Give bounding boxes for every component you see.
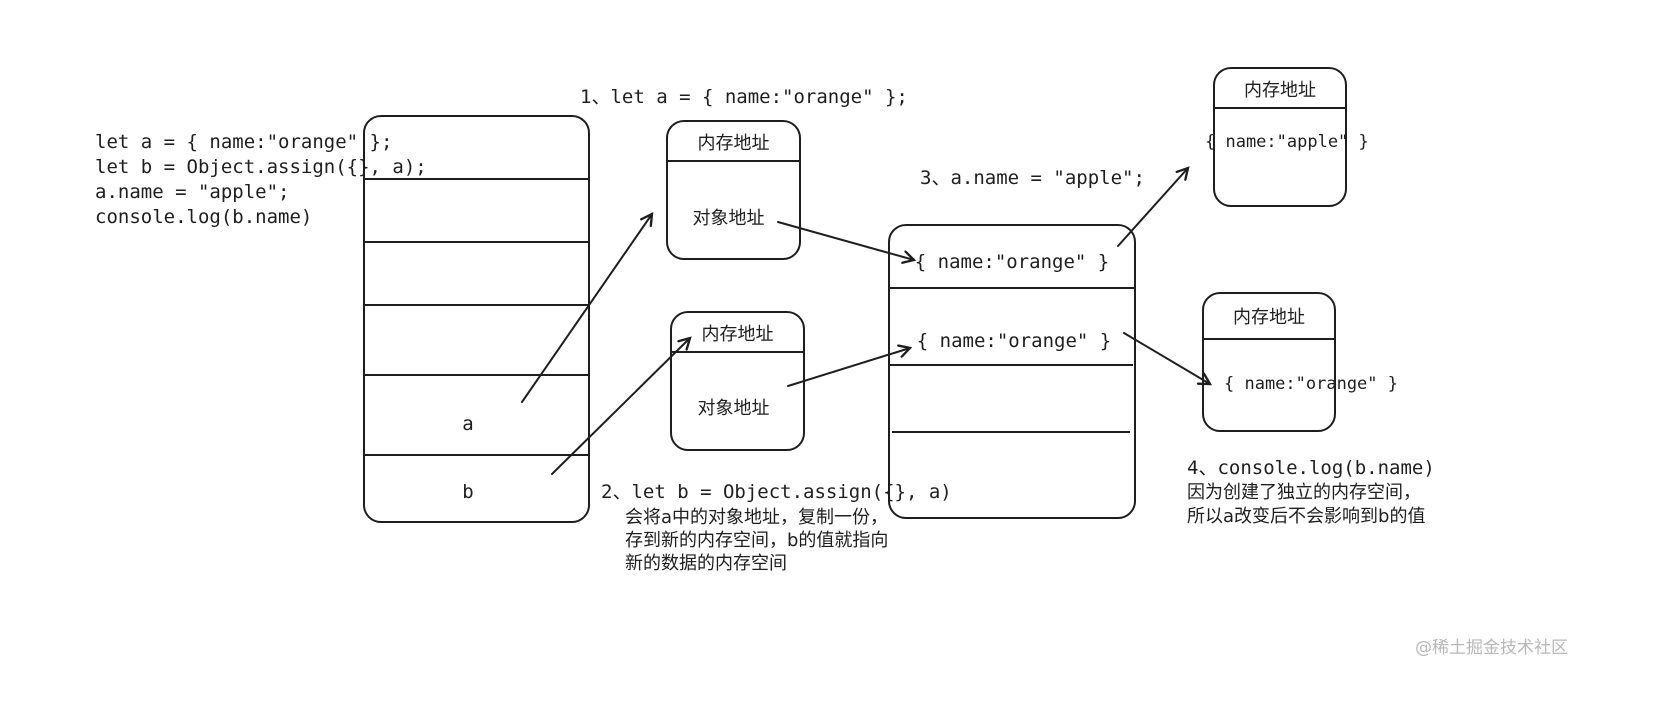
arrow-heap-to-result-a <box>1117 168 1188 247</box>
heap-cell-2: { name:"orange" } <box>916 330 1112 352</box>
result-box-b <box>1202 292 1336 432</box>
step4-caption-code: 4、console.log(b.name) <box>1187 457 1435 479</box>
result-box-a-body: { name:"apple" } <box>1205 132 1369 152</box>
heap-cell-1: { name:"orange" } <box>914 251 1110 273</box>
step4-caption-line3: 所以a改变后不会影响到b的值 <box>1187 506 1426 527</box>
stack-memory-box <box>363 115 590 523</box>
code-line-1: let a = { name:"orange" }; <box>95 131 393 153</box>
stack-divider <box>363 374 590 376</box>
stack-label-a: a <box>462 413 474 435</box>
arrow-box-b-to-heap <box>787 348 910 387</box>
stack-divider <box>363 454 590 456</box>
result-box-a-divider <box>1213 107 1347 109</box>
result-box-a-header: 内存地址 <box>1244 80 1316 101</box>
memory-box-a-header: 内存地址 <box>697 133 770 154</box>
heap-memory-box <box>888 224 1136 519</box>
stack-divider <box>363 304 590 306</box>
memory-box-b-header: 内存地址 <box>701 324 774 345</box>
memory-box-a-divider <box>666 160 801 162</box>
arrow-heap-to-result-b <box>1123 332 1210 384</box>
step1-caption: 1、let a = { name:"orange" }; <box>580 86 908 108</box>
watermark: @稀土掘金技术社区 <box>1415 638 1568 658</box>
step2-caption-line4: 新的数据的内存空间 <box>625 553 787 574</box>
memory-box-b-divider <box>670 351 805 353</box>
step3-caption: 3、a.name = "apple"; <box>920 167 1145 189</box>
arrow-a-to-box-a <box>521 214 652 403</box>
arrow-box-a-to-heap <box>777 221 914 260</box>
memory-box-a-body: 对象地址 <box>692 208 765 229</box>
code-line-4: console.log(b.name) <box>95 206 313 228</box>
code-line-3: a.name = "apple"; <box>95 181 290 203</box>
heap-divider <box>888 364 1133 366</box>
heap-divider <box>888 287 1136 289</box>
stack-divider <box>363 241 590 243</box>
arrow-b-to-box-b <box>551 338 690 475</box>
memory-box-b-body: 对象地址 <box>697 398 770 419</box>
heap-divider <box>892 431 1130 433</box>
result-box-b-body: { name:"orange" } <box>1224 374 1398 394</box>
memory-box-a <box>666 120 801 260</box>
step2-caption-code: 2、let b = Object.assign({}, a) <box>601 481 952 503</box>
step4-caption-line2: 因为创建了独立的内存空间， <box>1187 482 1421 503</box>
result-box-a <box>1213 67 1347 207</box>
stack-label-b: b <box>462 481 474 503</box>
result-box-b-divider <box>1202 338 1336 340</box>
step2-caption-line2: 会将a中的对象地址，复制一份， <box>625 507 889 528</box>
stack-divider <box>363 178 590 180</box>
step2-caption-line3: 存到新的内存空间，b的值就指向 <box>625 530 889 551</box>
code-line-2: let b = Object.assign({}, a); <box>95 156 427 178</box>
result-box-b-header: 内存地址 <box>1233 307 1305 328</box>
